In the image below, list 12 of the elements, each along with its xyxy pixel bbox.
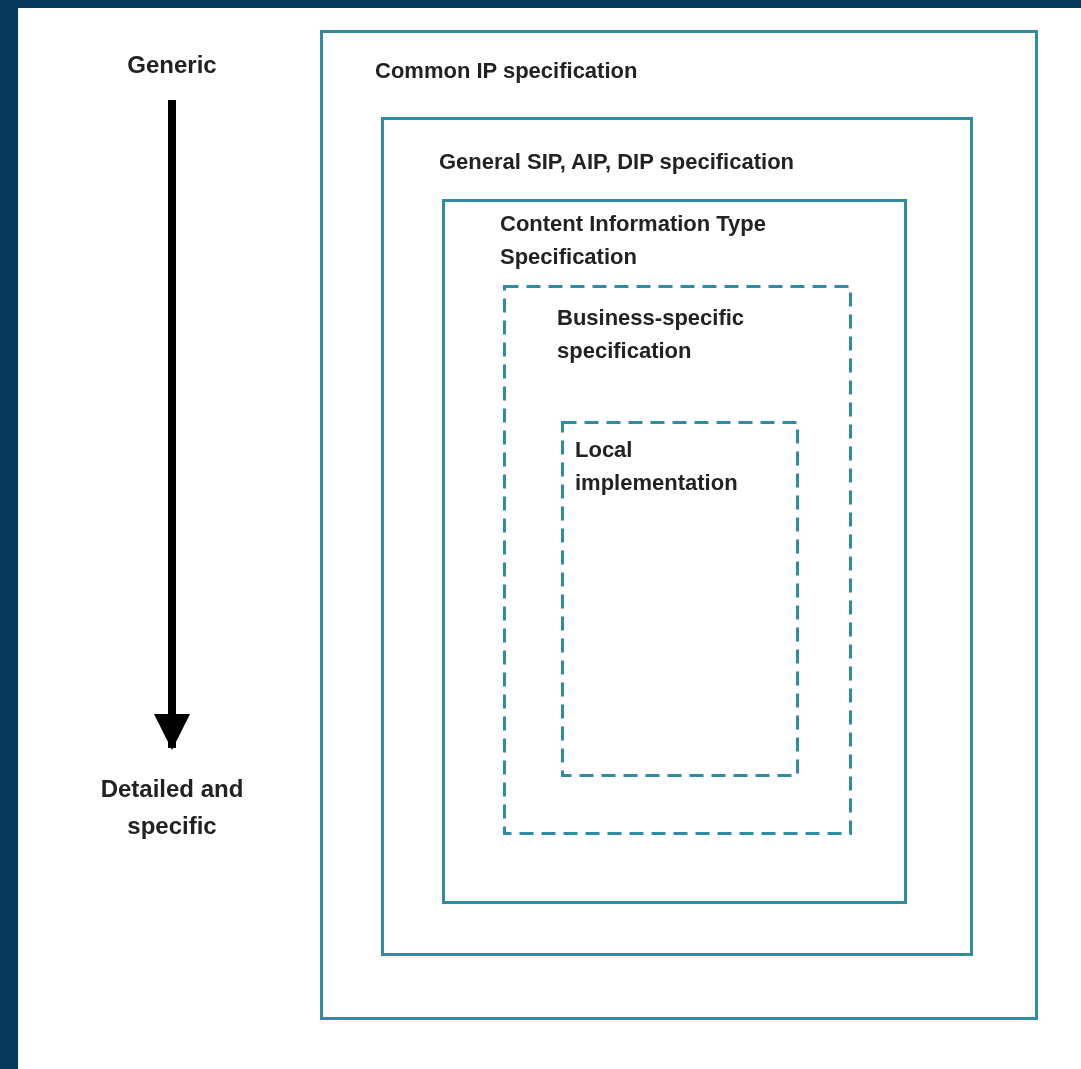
spec-box xyxy=(320,30,1038,1020)
box-heading: Business-specific specification xyxy=(557,304,746,365)
dashed-box xyxy=(561,421,799,777)
box-heading: Local implementation xyxy=(575,436,739,497)
dashed-box xyxy=(503,285,852,835)
box-heading: Content Information Type Specification xyxy=(500,210,768,271)
box-heading: General SIP, AIP, DIP specification xyxy=(439,148,795,176)
spec-box xyxy=(442,199,907,904)
scale-label: Generic xyxy=(92,46,252,86)
box-heading: Common IP specification xyxy=(375,57,639,85)
spec-box xyxy=(381,117,973,956)
scale-label: Detailed and specific xyxy=(62,770,282,846)
